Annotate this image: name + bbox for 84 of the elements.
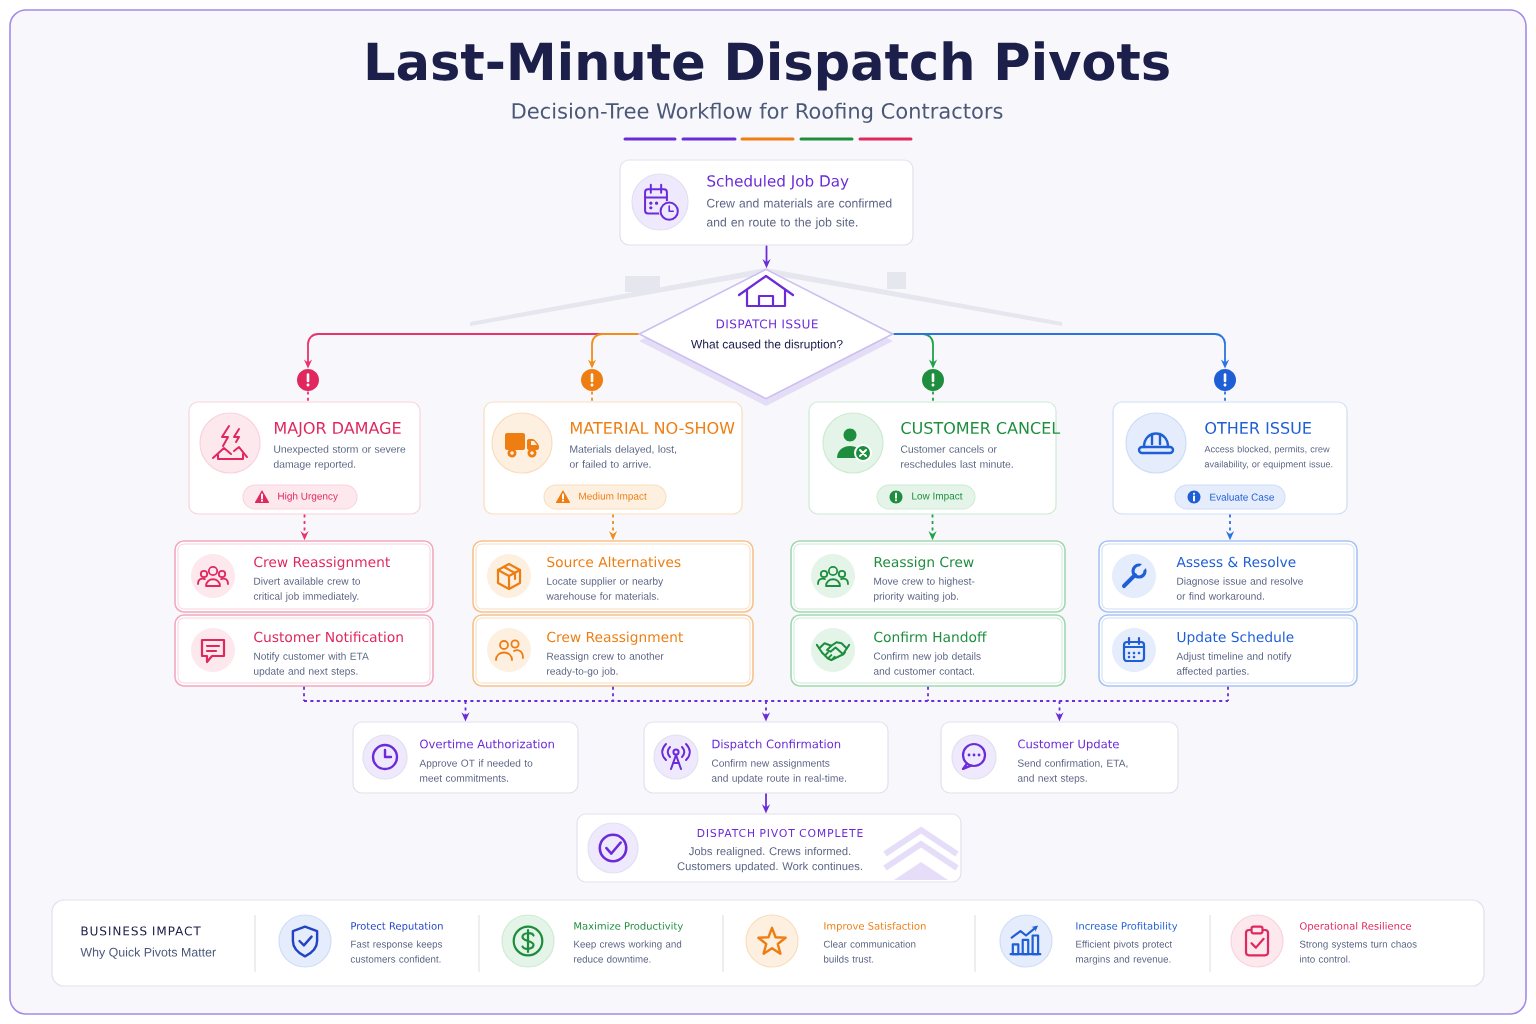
status-badge: Evaluate Case (1174, 484, 1286, 510)
status-badge: High Urgency (242, 484, 358, 510)
job-card (619, 159, 914, 246)
result-card (576, 813, 962, 883)
title: Last-Minute Dispatch Pivots (367, 41, 1169, 91)
connector-line (1227, 685, 1229, 702)
item-title: Increase Profitability (1076, 922, 1178, 932)
item-text: Fast response keeps customers confident. (350, 940, 443, 963)
card-text: Adjust timeline and notify affected parties. (1176, 652, 1292, 677)
connector-line (932, 390, 934, 403)
card-title: Assess & Resolve (1176, 556, 1296, 568)
card-title: Customer Notification (254, 631, 403, 643)
card-text: Approve OT if needed to meet commitments. (419, 759, 533, 782)
diamond-text: What caused the disruption? (691, 339, 843, 351)
item-text: Clear communication builds trust. (823, 940, 916, 963)
impact-panel (51, 899, 1485, 987)
action-card (174, 614, 434, 687)
connector-line (591, 390, 593, 403)
issue-card (808, 401, 1061, 515)
card-text: Move crew to highest-priority waiting job. (874, 577, 975, 602)
item-title: Improve Satisfaction (824, 922, 926, 932)
action-card (1098, 614, 1358, 687)
card-text: Crew and materials are confirmed and en route to the job site. (706, 198, 892, 229)
card-title: CUSTOMER CANCEL (901, 421, 1061, 434)
panel-subtitle: Why Quick Pivots Matter (80, 947, 216, 960)
card-title: Confirm Handoff (874, 631, 987, 643)
connector-line (303, 685, 305, 702)
card-title: Reassign Crew (874, 556, 974, 570)
action-card (472, 540, 754, 613)
connector-line (1224, 390, 1226, 403)
status-badge: Low Impact (876, 484, 976, 510)
issue-card (188, 401, 421, 515)
action-card (790, 540, 1066, 613)
card-text: Unexpected storm or severe damage reported. (273, 445, 406, 470)
card-text: Confirm new job details and customer contact. (873, 652, 981, 675)
card-text: Notify customer with ETA update and next steps. (254, 652, 369, 677)
connector-line (303, 700, 1229, 702)
diamond-title: DISPATCH ISSUE (716, 319, 818, 329)
card-title: Update Schedule (1177, 631, 1294, 645)
action-card (174, 540, 434, 613)
issue-card (1112, 401, 1348, 515)
card-text: Divert available crew to critical job immediately. (253, 577, 361, 602)
item-text: Efficient pivots protect margins and revenue. (1076, 940, 1173, 965)
action-card (790, 614, 1066, 687)
card-text: Jobs realigned. Crews informed. Customers updated. Work continues. (677, 846, 862, 873)
card-title: Crew Reassignment (547, 631, 683, 645)
item-title: Operational Resilience (1300, 922, 1412, 932)
card-text: Customer cancels or reschedules last minute. (900, 445, 1013, 468)
connector-line (307, 390, 309, 403)
alert-icon (922, 369, 944, 391)
step-card (940, 721, 1179, 794)
card-title: Overtime Authorization (420, 739, 554, 749)
card-title: Crew Reassignment (254, 556, 390, 570)
item-text: Strong systems turn chaos into control. (1299, 940, 1417, 963)
card-text: Access blocked, permits, crew availability, or equipment issue. (1204, 445, 1333, 470)
action-card (1098, 540, 1358, 613)
action-card (472, 614, 754, 687)
step-card (352, 721, 579, 794)
item-text: Keep crews working and reduce downtime. (574, 940, 682, 963)
card-title: Dispatch Confirmation (712, 739, 841, 751)
card-title: Customer Update (1018, 739, 1119, 751)
card-title: Source Alternatives (547, 556, 681, 568)
item-title: Protect Reputation (351, 922, 443, 932)
issue-card (483, 401, 743, 515)
step-card (643, 721, 889, 794)
card-title: MATERIAL NO-SHOW (571, 421, 735, 434)
status-badge: Medium Impact (543, 484, 667, 510)
card-text: Locate supplier or nearby warehouse for materials. (546, 577, 664, 600)
card-text: Diagnose issue and resolve or find workaround. (1176, 577, 1303, 600)
card-text: Send confirmation, ETA, and next steps. (1017, 759, 1128, 784)
card-text: Confirm new assignments and update route in real-time. (711, 759, 846, 784)
card-title: MAJOR DAMAGE (275, 421, 401, 437)
subtitle: Decision-Tree Workflow for Roofing Contractors (512, 102, 1003, 123)
alert-icon (1214, 369, 1236, 391)
card-text: Reassign crew to another ready-to-go job. (547, 652, 664, 677)
card-title: Scheduled Job Day (707, 174, 849, 190)
alert-icon (297, 369, 319, 391)
card-text: Materials delayed, lost, or failed to arrive. (569, 445, 676, 468)
card-title: OTHER ISSUE (1205, 421, 1311, 434)
alert-icon (581, 369, 603, 391)
panel-title: BUSINESS IMPACT (81, 926, 201, 936)
card-title: DISPATCH PIVOT COMPLETE (697, 828, 863, 838)
connector-line (927, 685, 929, 702)
item-title: Maximize Productivity (574, 922, 683, 932)
